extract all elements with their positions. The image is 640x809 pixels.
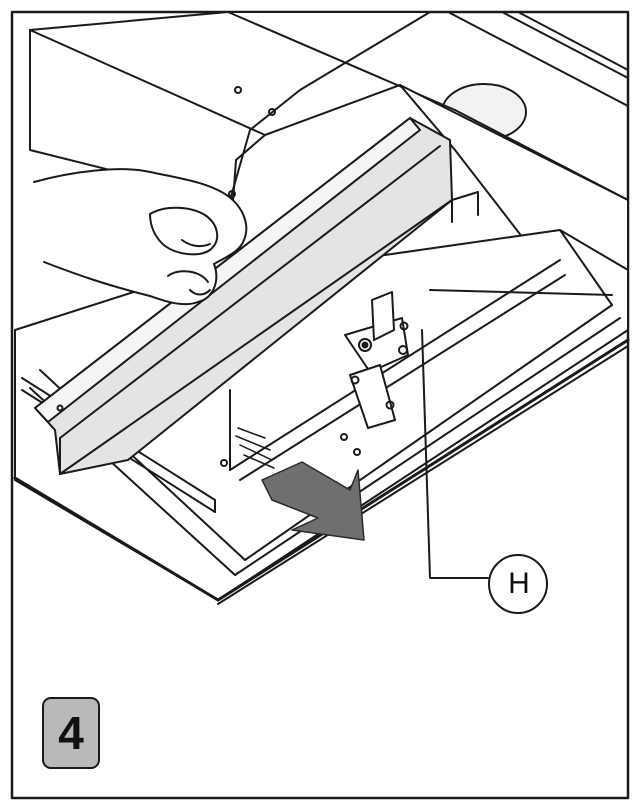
pull-direction-arrow — [261, 461, 365, 541]
mounting-bracket — [220, 291, 409, 467]
ceiling-cutout-edges — [449, 12, 629, 107]
step-number: 4 — [58, 707, 84, 759]
callout-label-h: H — [508, 567, 530, 600]
grab-rail — [34, 117, 479, 475]
callout-circle — [488, 554, 548, 614]
callout-leader — [421, 329, 489, 579]
step-number-badge: 4 — [42, 697, 100, 769]
hand — [33, 168, 248, 306]
motion-lines — [235, 427, 275, 469]
